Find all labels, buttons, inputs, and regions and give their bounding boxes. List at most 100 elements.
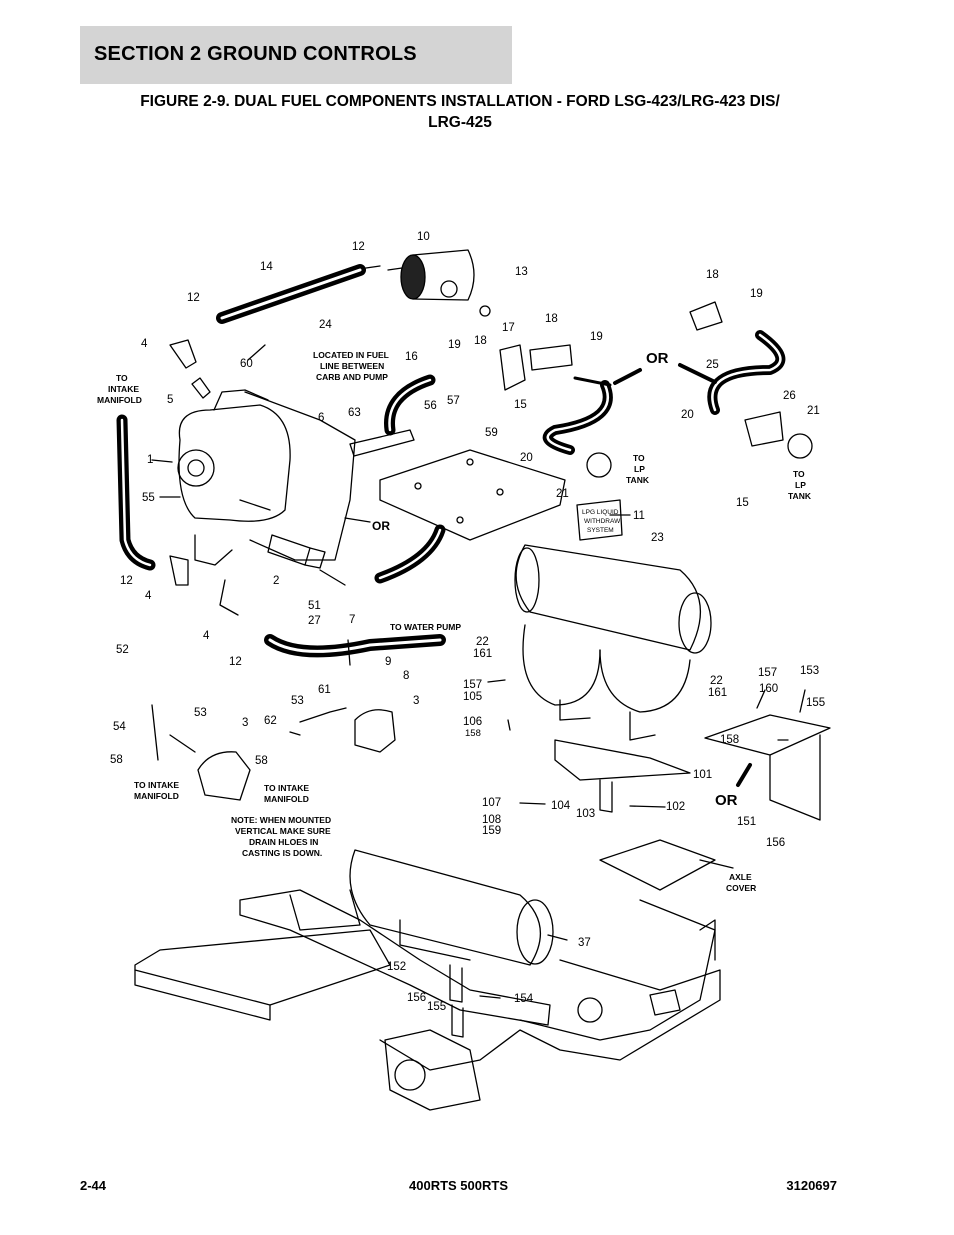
note-lpg-3: SYSTEM — [587, 527, 614, 534]
callout-56: 56 — [424, 400, 437, 412]
callout-21b: 21 — [556, 488, 569, 500]
callout-37: 37 — [578, 937, 591, 949]
callout-158b: 158 — [720, 734, 739, 746]
callout-24: 24 — [319, 319, 332, 331]
callout-108: 108 — [482, 814, 501, 826]
callout-20: 20 — [681, 409, 694, 421]
figure-title-line-1: FIGURE 2-9. DUAL FUEL COMPONENTS INSTALL… — [140, 93, 780, 110]
callout-3: 3 — [413, 695, 419, 707]
callout-27: 27 — [308, 615, 321, 627]
section-title: SECTION 2 GROUND CONTROLS — [94, 43, 417, 65]
note-mount-4: CASTING IS DOWN. — [242, 848, 322, 858]
callout-15: 15 — [514, 399, 527, 411]
callout-22b: 22 — [710, 675, 723, 687]
callout-156b: 156 — [407, 992, 426, 1004]
callout-59: 59 — [485, 427, 498, 439]
callout-18c: 18 — [706, 269, 719, 281]
note-fuel-line-3: CARB AND PUMP — [316, 372, 388, 382]
callout-20b: 20 — [520, 452, 533, 464]
callout-18b: 18 — [545, 313, 558, 325]
callout-11: 11 — [633, 510, 645, 522]
callout-19b: 19 — [590, 331, 603, 343]
callout-103: 103 — [576, 808, 595, 820]
callout-102: 102 — [666, 801, 685, 813]
callout-54: 54 — [113, 721, 126, 733]
callout-63: 63 — [348, 407, 361, 419]
callout-156: 156 — [766, 837, 785, 849]
callout-101: 101 — [693, 769, 712, 781]
callout-23: 23 — [651, 532, 664, 544]
callout-157b: 157 — [463, 679, 482, 691]
note-intake-b: MANIFOLD — [134, 791, 179, 801]
callout-4b: 4 — [145, 590, 152, 602]
callout-106: 106 — [463, 716, 482, 728]
callout-62: 62 — [264, 715, 277, 727]
callout-57: 57 — [447, 395, 460, 407]
note-to-intake-2: INTAKE — [108, 384, 139, 394]
callout-19: 19 — [448, 339, 461, 351]
callout-1: 1 — [147, 454, 153, 466]
or-label-3: OR — [715, 792, 738, 809]
callout-13: 13 — [515, 266, 528, 278]
model-name: 400RTS 500RTS — [409, 1178, 508, 1193]
callout-105: 105 — [463, 691, 482, 703]
callout-19c: 19 — [750, 288, 763, 300]
callout-22: 22 — [476, 636, 489, 648]
figure-title-line-2: LRG-425 — [428, 114, 492, 131]
note-lp-tank-1: TO — [633, 453, 645, 463]
note-lpg-1: LPG LIQUID — [582, 509, 619, 516]
callout-160: 160 — [759, 683, 778, 695]
callout-12b: 12 — [187, 292, 200, 304]
note-mount-2: VERTICAL MAKE SURE — [235, 826, 331, 836]
note-mount-1: NOTE: WHEN MOUNTED — [231, 815, 331, 825]
callout-161: 161 — [473, 648, 492, 660]
callout-14: 14 — [260, 261, 273, 273]
note-mount-3: DRAIN HLOES IN — [249, 837, 318, 847]
callout-16: 16 — [405, 351, 418, 363]
section-header: SECTION 2 GROUND CONTROLS — [80, 26, 512, 84]
note-lpg-2: WITHDRAW — [584, 518, 621, 525]
note-to-intake-3: MANIFOLD — [97, 395, 142, 405]
callout-52: 52 — [116, 644, 129, 656]
callout-155b: 155 — [427, 1001, 446, 1013]
callout-5: 5 — [167, 394, 173, 406]
callout-158: 158 — [465, 728, 481, 739]
callout-17: 17 — [502, 322, 515, 334]
callout-161b: 161 — [708, 687, 727, 699]
page-number: 2-44 — [80, 1178, 107, 1193]
note-axle-2: COVER — [726, 883, 756, 893]
callout-12: 12 — [352, 241, 365, 253]
note-lp-tank-3: TANK — [626, 475, 650, 485]
document-number: 3120697 — [786, 1178, 837, 1193]
note-fuel-line-1: LOCATED IN FUEL — [313, 350, 389, 360]
callout-60: 60 — [240, 358, 253, 370]
callout-154: 154 — [514, 993, 534, 1005]
note-lp-tank-5: LP — [795, 480, 806, 490]
callout-21: 21 — [807, 405, 820, 417]
callout-51: 51 — [308, 600, 321, 612]
note-axle-1: AXLE — [729, 872, 752, 882]
figure-title: FIGURE 2-9. DUAL FUEL COMPONENTS INSTALL… — [80, 91, 840, 133]
callout-18: 18 — [474, 335, 487, 347]
callout-8: 8 — [403, 670, 409, 682]
note-water-pump: TO WATER PUMP — [390, 622, 461, 632]
callout-26: 26 — [783, 390, 796, 402]
note-intake-c: TO INTAKE — [264, 783, 309, 793]
callout-155: 155 — [806, 697, 825, 709]
callout-3b: 3 — [242, 717, 248, 729]
callout-6: 6 — [318, 412, 324, 424]
note-fuel-line-2: LINE BETWEEN — [320, 361, 384, 371]
note-intake-d: MANIFOLD — [264, 794, 309, 804]
callout-4: 4 — [141, 338, 148, 350]
callout-157: 157 — [758, 667, 777, 679]
callout-107: 107 — [482, 797, 501, 809]
callout-61: 61 — [318, 684, 331, 696]
callout-53b: 53 — [194, 707, 207, 719]
callout-25: 25 — [706, 359, 719, 371]
note-to-intake-1: TO — [116, 373, 128, 383]
callout-10: 10 — [417, 231, 430, 243]
note-lp-tank-4: TO — [793, 469, 805, 479]
callout-12c: 12 — [120, 575, 133, 587]
or-label-2: OR — [372, 519, 390, 533]
note-lp-tank-2: LP — [634, 464, 645, 474]
